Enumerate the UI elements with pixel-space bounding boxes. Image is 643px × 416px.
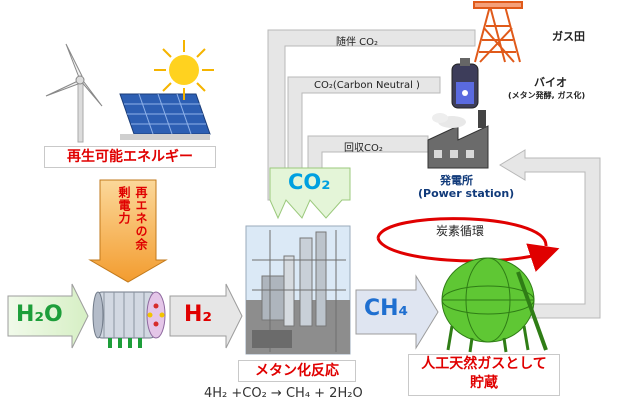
recovered-co2-label: 回収CO₂ xyxy=(344,143,383,154)
h2o-arrow xyxy=(7,283,89,349)
power-station-en-label: (Power station) xyxy=(418,187,515,200)
carbon-cycle-arrow xyxy=(376,217,560,272)
bio-sub-label: (メタン発酵, ガス化) xyxy=(508,91,586,100)
reaction-equation: 4H₂ +CO₂ → CH₄ + 2H₂O xyxy=(204,386,363,401)
renewable-energy-title: 再生可能エネルギー xyxy=(44,146,216,168)
power-station-icon xyxy=(427,110,489,169)
sun-icon xyxy=(154,40,214,100)
gas-field-label: ガス田 xyxy=(552,30,585,43)
surplus-power-arrow xyxy=(88,179,168,283)
wind-turbine-icon xyxy=(45,43,103,143)
storage-label-line1: 人工天然ガスとして xyxy=(421,356,547,372)
h2-arrow xyxy=(169,283,243,349)
methanation-label: メタン化反応 xyxy=(238,360,356,382)
solar-panel-icon xyxy=(119,93,211,140)
methanation-plant-photo xyxy=(245,225,351,355)
carbon-neutral-co2-label: CO₂(Carbon Neutral ) xyxy=(314,80,420,91)
co2-badge-arrow xyxy=(269,167,351,220)
ch4-label: CH₄ xyxy=(364,296,409,321)
h2o-label: H₂O xyxy=(16,302,63,327)
gas-field-tower-icon xyxy=(473,1,523,63)
carbon-return-loop xyxy=(499,149,601,319)
byproduct-co2-label: 随伴 CO₂ xyxy=(336,37,379,48)
ch4-arrow xyxy=(355,274,439,350)
gas-storage-tank-icon xyxy=(441,257,548,353)
carbon-cycle-label: 炭素循環 xyxy=(436,224,485,238)
storage-label-line2: 貯蔵 xyxy=(470,375,498,391)
storage-label: 人工天然ガスとして 貯蔵 xyxy=(408,354,560,396)
bio-label: バイオ xyxy=(534,76,567,89)
power-station-jp-label: 発電所 xyxy=(440,174,473,187)
bio-reactor-icon xyxy=(451,58,479,109)
surplus-power-label: 再エネの余剰電力 xyxy=(117,186,148,251)
electrolyzer-icon xyxy=(92,291,166,348)
h2-label: H₂ xyxy=(184,302,213,327)
co2-badge-label: CO₂ xyxy=(288,170,331,194)
